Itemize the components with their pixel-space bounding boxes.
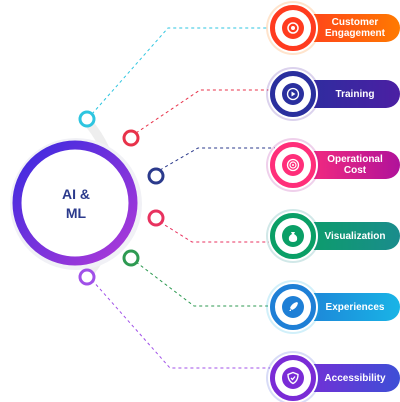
- play-badge-icon: [282, 83, 304, 105]
- connector-line-training: [135, 89, 275, 134]
- rocket-icon: [282, 296, 304, 318]
- item-label-line: Operational: [327, 154, 383, 165]
- item-label-line: Customer: [331, 17, 379, 28]
- center-title-line2: ML: [65, 205, 87, 221]
- arc-node-6: [78, 268, 96, 286]
- item-label-line: Experiences: [325, 301, 385, 313]
- item-icon-ring: [270, 284, 316, 330]
- item-icon-ring: [270, 142, 316, 188]
- connector-line-operational-cost: [159, 147, 275, 171]
- connector-line-customer-engagement: [91, 27, 275, 115]
- connector-line-experiences: [135, 261, 275, 307]
- center-title-line1: AI &: [62, 186, 90, 202]
- money-bag-icon: [282, 225, 304, 247]
- arc-node-1: [78, 110, 96, 128]
- shield-icon: [282, 367, 304, 389]
- center-title: AI & ML: [22, 185, 130, 223]
- item-label-line: Accessibility: [324, 372, 386, 384]
- item-label-line: Cost: [343, 165, 367, 176]
- item-icon-ring: [270, 5, 316, 51]
- item-label-line: Visualization: [324, 230, 386, 242]
- item-label-line: Engagement: [324, 28, 385, 39]
- connector-line-accessibility: [91, 279, 275, 369]
- target-badge-icon: [282, 17, 304, 39]
- connector-line-visualization: [159, 221, 275, 243]
- arc-node-2: [122, 129, 140, 147]
- arc-node-4: [147, 209, 165, 227]
- center-hub-inner: [27, 155, 123, 251]
- item-icon-ring: [270, 71, 316, 117]
- item-icon-ring: [270, 355, 316, 401]
- item-label-line: Training: [335, 88, 375, 100]
- bullseye-icon: [282, 154, 304, 176]
- arc-node-5: [122, 249, 140, 267]
- item-icon-ring: [270, 213, 316, 259]
- arc-node-3: [147, 167, 165, 185]
